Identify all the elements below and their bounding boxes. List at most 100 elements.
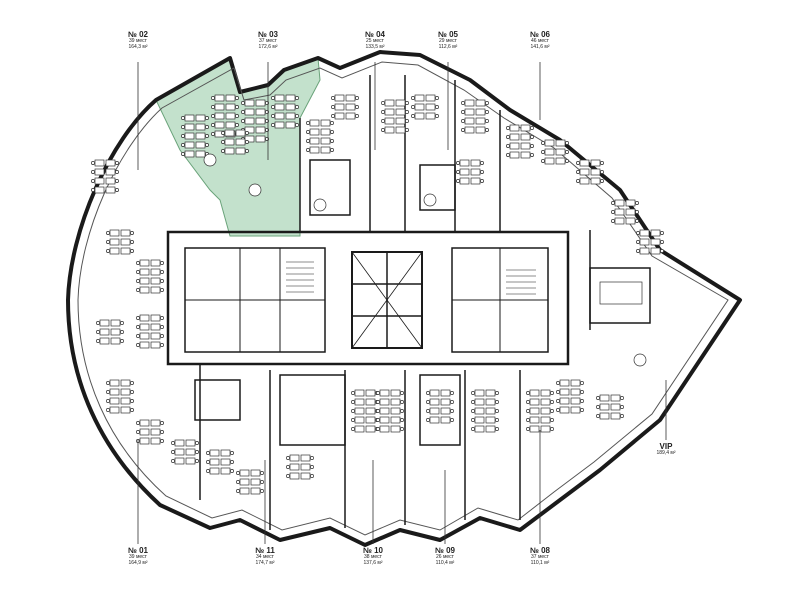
- desk: [99, 337, 110, 345]
- chair: [456, 161, 460, 165]
- chair: [160, 316, 164, 320]
- desk: [185, 457, 196, 465]
- desk: [255, 126, 266, 134]
- desk: [414, 112, 425, 120]
- chair: [106, 390, 110, 394]
- chair: [471, 418, 475, 422]
- zone-label-02[interactable]: № 02 39 мест 164,3 м²: [108, 30, 168, 51]
- desk: [429, 398, 440, 406]
- chair: [106, 381, 110, 385]
- zone-label-11[interactable]: № 11 34 мест 174,7 м²: [235, 546, 295, 567]
- chair: [660, 231, 664, 235]
- desk: [235, 129, 246, 137]
- chair: [130, 408, 134, 412]
- chair: [530, 144, 534, 148]
- chair: [526, 400, 530, 404]
- desk: [184, 123, 195, 131]
- chair: [330, 148, 334, 152]
- zone-label-10[interactable]: № 10 38 мест 137,6 м²: [343, 546, 403, 567]
- chair: [211, 114, 215, 118]
- chair: [456, 170, 460, 174]
- chair: [485, 119, 489, 123]
- chair: [260, 480, 264, 484]
- chair: [91, 170, 95, 174]
- desk: [309, 119, 320, 127]
- zone-label-06[interactable]: № 06 46 мест 141,6 м²: [510, 30, 570, 51]
- desk: [414, 103, 425, 111]
- desk: [345, 94, 356, 102]
- desk: [320, 128, 331, 136]
- zone-number: № 05: [437, 30, 459, 39]
- chair: [376, 427, 380, 431]
- desk: [610, 403, 621, 411]
- zone-label-08[interactable]: № 08 37 мест 110,1 м²: [510, 546, 570, 567]
- chair: [435, 96, 439, 100]
- chair: [381, 110, 385, 114]
- desk: [94, 168, 105, 176]
- zone-label-05[interactable]: № 05 29 мест 112,6 м²: [418, 30, 478, 51]
- zone-label-01[interactable]: № 01 39 мест 164,9 м²: [108, 546, 168, 567]
- desk: [579, 177, 590, 185]
- desk: [220, 449, 231, 457]
- zone-area: 189,4 м²: [656, 450, 676, 457]
- zone-label-vip[interactable]: VIP 189,4 м²: [636, 442, 696, 457]
- chair: [495, 427, 499, 431]
- chair: [181, 152, 185, 156]
- desk-furniture: [91, 94, 664, 495]
- desk: [379, 389, 390, 397]
- chair: [471, 391, 475, 395]
- desk: [99, 328, 110, 336]
- chair: [205, 134, 209, 138]
- chair: [495, 400, 499, 404]
- desk: [509, 142, 520, 150]
- chair: [635, 219, 639, 223]
- chair: [115, 161, 119, 165]
- chair: [550, 427, 554, 431]
- desk: [185, 439, 196, 447]
- zone-label-04[interactable]: № 04 25 мест 133,5 м²: [345, 30, 405, 51]
- desk: [150, 341, 161, 349]
- chair: [91, 179, 95, 183]
- desk: [334, 94, 345, 102]
- zone-number: № 03: [257, 30, 279, 39]
- chair: [235, 96, 239, 100]
- chair: [550, 391, 554, 395]
- chair: [635, 210, 639, 214]
- desk: [570, 397, 581, 405]
- desk: [209, 467, 220, 475]
- round-table: [313, 198, 327, 212]
- desk: [529, 389, 540, 397]
- zone-number: № 02: [127, 30, 149, 39]
- chair: [211, 132, 215, 136]
- desk: [579, 168, 590, 176]
- zone-label-09[interactable]: № 09 26 мест 110,4 м²: [415, 546, 475, 567]
- desk: [285, 94, 296, 102]
- chair: [160, 439, 164, 443]
- desk: [309, 146, 320, 154]
- chair: [580, 381, 584, 385]
- desk: [475, 99, 486, 107]
- chair: [506, 126, 510, 130]
- chair: [576, 179, 580, 183]
- chair: [400, 427, 404, 431]
- chair: [565, 141, 569, 145]
- chair: [235, 114, 239, 118]
- desk: [639, 238, 650, 246]
- chair: [136, 421, 140, 425]
- chair: [461, 101, 465, 105]
- desk: [109, 238, 120, 246]
- desk: [120, 379, 131, 387]
- chair: [620, 405, 624, 409]
- chair: [235, 105, 239, 109]
- desk: [440, 398, 451, 406]
- desk: [384, 108, 395, 116]
- chair: [331, 96, 335, 100]
- chair: [565, 159, 569, 163]
- zone-label-03[interactable]: № 03 37 мест 172,6 м²: [238, 30, 298, 51]
- desk: [390, 407, 401, 415]
- desk: [474, 389, 485, 397]
- chair: [426, 409, 430, 413]
- desk: [150, 332, 161, 340]
- zone-area: 133,5 м²: [365, 43, 385, 50]
- desk: [520, 124, 531, 132]
